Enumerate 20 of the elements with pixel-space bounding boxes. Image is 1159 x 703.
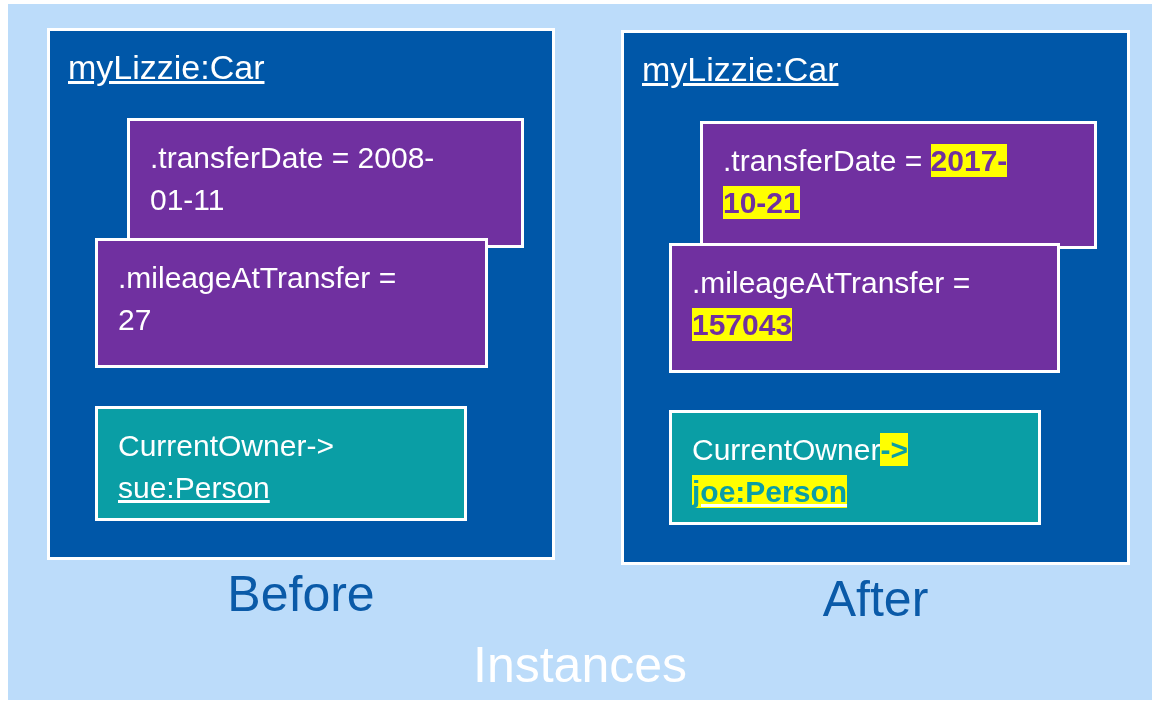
attribute-box — [127, 118, 524, 248]
object-name: myLizzie:Car — [68, 47, 266, 88]
object-name: myLizzie:Car — [642, 49, 840, 90]
attribute-text: .transferDate = 2008-01-11 — [150, 140, 436, 218]
attribute-box — [95, 238, 488, 368]
linked-object-name: joe:Person — [692, 475, 848, 508]
link-box — [669, 410, 1041, 525]
linked-object-name: sue:Person — [118, 471, 270, 504]
link-label: CurrentOwner-> — [692, 433, 908, 466]
state-label: After — [821, 570, 930, 628]
attribute-text: .mileageAtTransfer = 157043 — [692, 265, 972, 343]
attribute-box — [669, 243, 1060, 373]
attribute-text: .mileageAtTransfer = 27 — [118, 260, 398, 338]
link-box — [95, 406, 467, 521]
attribute-box — [700, 121, 1097, 249]
state-label: Before — [226, 565, 376, 623]
link-label: CurrentOwner-> — [118, 429, 334, 462]
attribute-text: .transferDate = 2017-10-21 — [723, 143, 1009, 221]
panel-title: Instances — [472, 636, 688, 694]
instances-panel — [8, 4, 1152, 700]
